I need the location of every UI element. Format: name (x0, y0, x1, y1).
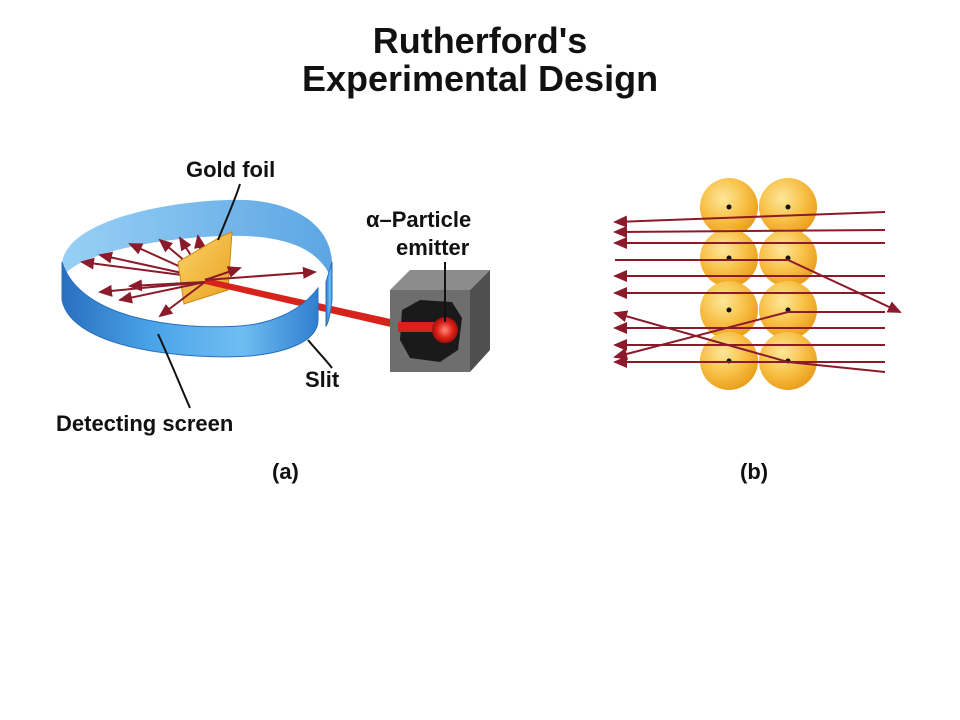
detecting-screen-label: Detecting screen (56, 411, 234, 436)
deflected-path (615, 259, 902, 313)
panel-b (613, 178, 902, 390)
ray (204, 266, 317, 281)
slide-title: Rutherford's Experimental Design (0, 22, 960, 98)
gold-atoms (700, 178, 817, 390)
panel-a (61, 183, 490, 409)
alpha-path (613, 225, 886, 238)
title-line-1: Rutherford's (372, 20, 588, 61)
box-right (470, 270, 490, 372)
nucleus (785, 204, 791, 210)
gold-foil-leader (217, 183, 241, 241)
ray (118, 281, 206, 304)
nucleus (726, 204, 732, 210)
emitter-label-line-1: α–Particle (366, 207, 472, 232)
screen-leader (157, 333, 191, 409)
alpha-path (613, 211, 886, 228)
emitter-source (432, 317, 458, 343)
alpha-paths (613, 211, 902, 373)
box-top (390, 270, 490, 290)
detecting-screen-ring (61, 261, 319, 358)
scattered-rays-front (98, 266, 317, 318)
slit-label: Slit (305, 367, 340, 392)
emitter-label-line-2: emitter (396, 235, 470, 260)
nucleus (726, 307, 732, 313)
ray (204, 266, 242, 281)
alpha-beam (205, 278, 395, 328)
panel-b-caption: (b) (740, 459, 769, 484)
gold-foil-label: Gold foil (186, 157, 276, 182)
deflected-path (613, 310, 886, 373)
title-line-2: Experimental Design (301, 58, 659, 99)
gold-foil-sheet (177, 231, 233, 305)
ray (158, 281, 206, 318)
emitter-barrel (398, 322, 438, 332)
ray (128, 279, 206, 292)
leader-lines (157, 183, 446, 409)
slit-leader (307, 339, 333, 369)
detecting-screen-right-segment (325, 261, 333, 328)
screen-inner-wall (62, 199, 332, 280)
alpha-emitter-box (390, 270, 490, 372)
panel-a-caption: (a) (272, 459, 299, 484)
deflected-path (613, 311, 885, 360)
